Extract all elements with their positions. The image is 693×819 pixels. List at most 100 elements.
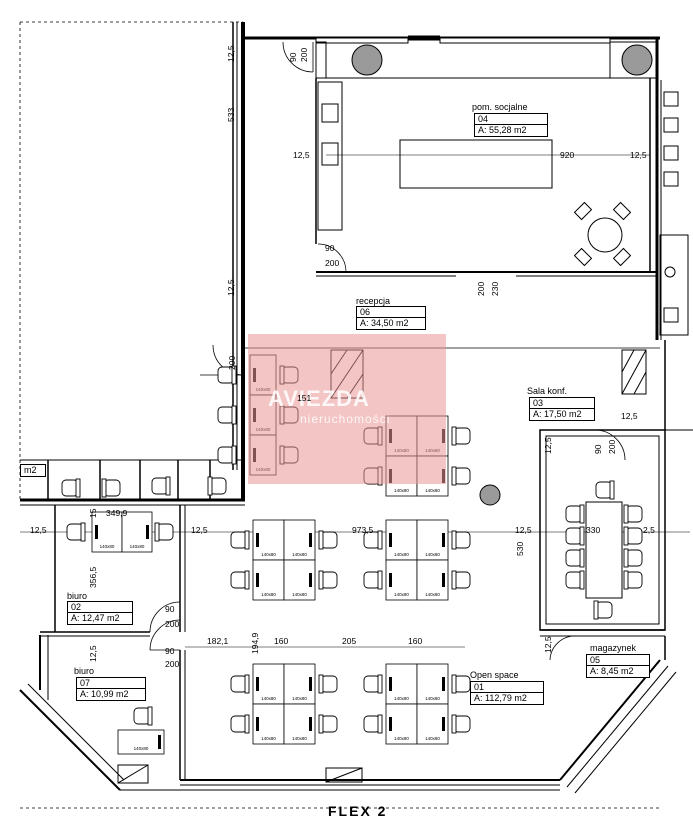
desk: 140x80 [416,703,449,745]
room-area-recepcja: A: 34,50 m2 [356,317,426,330]
desk: 140x80 [416,519,449,561]
desk: 140x80 [283,703,316,745]
desk: 140x80 [121,511,153,553]
wall-chairs [663,91,679,323]
office-chair [318,674,338,694]
desk-size-label: 140x80 [292,696,307,701]
desk-size-label: 140x80 [292,552,307,557]
office-chair [451,530,471,550]
desk: 140x80 [252,663,285,705]
office-chair [565,504,585,524]
desk: 140x80 [385,519,418,561]
desk-size-label: 140x80 [134,746,149,751]
desk-size-label: 140x80 [261,552,276,557]
dim-label: 12,5 [88,645,98,662]
room-name-pom-socjalne: pom. socjalne [472,102,528,112]
round-table [573,201,632,267]
desk-size-label: 140x80 [130,544,145,549]
dim-label: 12,5 [543,636,553,653]
desk-size-label: 140x80 [394,592,409,597]
desk-size-label: 140x80 [394,488,409,493]
office-chair [318,530,338,550]
office-chair [451,466,471,486]
watermark-text: AVIEZDA [268,386,370,411]
desk: 140x80 [283,519,316,561]
desk-size-label: 140x80 [261,736,276,741]
dim-label: 200 [165,619,180,629]
dim-label: 356,5 [88,566,98,588]
room-area-biuro-02: A: 12,47 m2 [67,612,133,625]
plan-title: FLEX 2 [328,803,388,819]
desk: 140x80 [91,511,123,553]
desk: 140x80 [252,703,285,745]
dim-label: 90 [325,243,335,253]
office-chair [154,522,174,542]
desk-size-label: 140x80 [100,544,115,549]
office-chair [565,526,585,546]
desk-size-label: 140x80 [425,592,440,597]
dim-label: 530 [515,541,525,556]
office-chair [318,714,338,734]
dim-label: 15 [88,508,98,518]
dim-label: 182,1 [207,636,229,646]
dim-label: 12,5 [226,279,236,296]
office-chair [151,476,171,496]
dim-label: 90 [288,52,298,62]
desk: 140x80 [252,519,285,561]
room-area-biuro-07: A: 10,99 m2 [76,688,146,701]
office-chair [217,405,237,425]
office-chair [363,530,383,550]
desk: 140x80 [385,663,418,705]
office-chair [230,570,250,590]
dim-label: 194,9 [250,632,260,654]
watermark-subtext: nieruchomości [300,412,391,426]
kitchen-counter [317,81,553,231]
dim-label: 200 [476,281,486,296]
desk-size-label: 140x80 [292,736,307,741]
dim-label: 160 [274,636,289,646]
desk: 140x80 [385,559,418,601]
dim-label: 12,5 [226,45,236,62]
room-area-pom-socjalne: A: 55,28 m2 [474,124,548,137]
desk-size-label: 140x80 [425,552,440,557]
office-chair [623,526,643,546]
dim-label: 90 [165,604,175,614]
desk-size-label: 140x80 [261,592,276,597]
office-chair [451,570,471,590]
dim-label: 200 [227,355,237,370]
desk-size-label: 140x80 [425,696,440,701]
office-chair [565,570,585,590]
watermark-overlay [248,334,446,484]
dim-label: 12,5 [515,525,532,535]
room-name-magazynek: magazynek [590,643,637,653]
dim-label: 2,5 [643,525,655,535]
conference-table [585,501,623,599]
office-chair [66,522,86,542]
office-chair [451,426,471,446]
dim-label: 230 [490,281,500,296]
office-chair [61,478,81,498]
desk: 140x80 [283,559,316,601]
desk: 140x80 [252,559,285,601]
desk-size-label: 140x80 [394,552,409,557]
dim-label: 533 [226,107,236,122]
office-chair [595,480,615,500]
desk-size-label: 140x80 [292,592,307,597]
office-chair [207,476,227,496]
desk: 140x80 [416,559,449,601]
office-chair [230,530,250,550]
room-area-magazynek: A: 8,45 m2 [586,665,650,678]
dim-label: 205 [342,636,357,646]
office-chair [133,706,153,726]
office-chair [623,548,643,568]
desk-size-label: 140x80 [394,696,409,701]
dim-label: 200 [165,659,180,669]
desk: 140x80 [117,729,165,755]
office-chair [318,570,338,590]
dim-label: 973,5 [352,525,374,535]
desk-size-label: 140x80 [425,488,440,493]
dim-label: 12,5 [30,525,47,535]
dim-label: 12,5 [630,150,647,160]
desk: 140x80 [385,703,418,745]
